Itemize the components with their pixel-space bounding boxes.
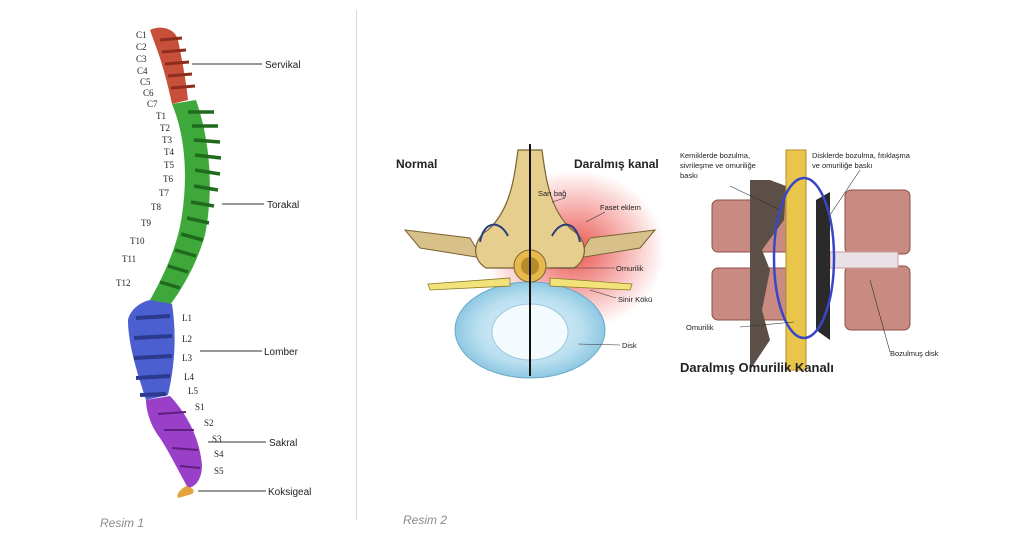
figure2-caption: Resim 2: [403, 513, 448, 527]
label-bone-degeneration-2: sivrileşme ve omuriliğe: [680, 161, 756, 170]
vertebra-label: L5: [188, 386, 198, 396]
vertebra-label: L4: [184, 372, 194, 382]
vertebra-label: T4: [164, 147, 174, 157]
label-omurilik-sagittal: Omurilik: [686, 323, 714, 332]
cervical-segment: [150, 27, 196, 105]
region-label-torakal: Torakal: [267, 200, 299, 211]
label-omurilik-axial: Omurilik: [616, 264, 644, 273]
label-faset-eklem: Faset eklem: [600, 203, 641, 212]
label-disc-herniation-2: ve omuriliğe baskı: [812, 161, 872, 170]
vertebra-label: C7: [147, 99, 158, 109]
vertebra-label: L3: [182, 353, 192, 363]
vertebra-label: T11: [122, 254, 136, 264]
axial-leader-lines: [550, 197, 621, 346]
label-bone-degeneration-3: baskı: [680, 171, 698, 180]
axial-vertebra-diagram: [403, 144, 665, 379]
vertebra-label: T12: [116, 278, 131, 288]
vertebra-label: T10: [130, 236, 145, 246]
vertebra-label: C1: [136, 30, 147, 40]
label-disk: Disk: [622, 341, 637, 350]
sagittal-spine-diagram: [711, 149, 911, 371]
narrowed-canal-title: Daralmış Omurilik Kanalı: [680, 360, 834, 375]
stenosis-diagram: Normal Daralmış kanal Sarı bağ Faset ekl…: [396, 144, 939, 379]
vertebra-label: L1: [182, 313, 192, 323]
panel-divider: [356, 10, 357, 520]
region-leader-lines: [192, 63, 266, 492]
region-label-servikal: Servikal: [265, 60, 301, 71]
compression-highlight: [772, 176, 836, 340]
vertebra-label: S5: [214, 466, 224, 476]
vertebra-label: T7: [159, 188, 169, 198]
figure1-caption: Resim 1: [100, 516, 145, 530]
region-label-koksigeal: Koksigeal: [268, 487, 311, 498]
spinal-cord-sagittal: [785, 149, 807, 371]
vertebra-label: S2: [204, 418, 214, 428]
vertebra-labels: C1 C2 C3 C4 C5 C6 C7 T1 T2 T3 T4 T5 T6 T…: [116, 30, 224, 476]
vertebra-label: C4: [137, 66, 148, 76]
vertebra-label: T2: [160, 123, 170, 133]
sagittal-leader-lines: [729, 169, 891, 353]
label-sinir-koku: Sinir Kökü: [618, 295, 652, 304]
vertebra-label: T5: [164, 160, 174, 170]
label-bozulmus-disk: Bozulmuş disk: [890, 349, 939, 358]
label-sari-bag: Sarı bağ: [538, 189, 566, 198]
vertebra-label: T1: [156, 111, 166, 121]
stenosis-figure: Normal Daralmış kanal Sarı bağ Faset ekl…: [390, 140, 950, 380]
label-disc-herniation-1: Disklerde bozulma, fıtıklaşma: [812, 151, 911, 160]
coccygeal-segment: [177, 486, 194, 498]
vertebra-label: T3: [162, 135, 172, 145]
vertebra-label: S4: [214, 449, 224, 459]
normal-title: Normal: [396, 157, 437, 171]
vertebra-label: S3: [212, 434, 222, 444]
narrowed-title: Daralmış kanal: [574, 157, 659, 171]
spine-figure: C1 C2 C3 C4 C5 C6 C7 T1 T2 T3 T4 T5 T6 T…: [0, 0, 356, 533]
thoracic-segment: [150, 100, 222, 305]
vertebra-label: C2: [136, 42, 147, 52]
vertebra-label: C3: [136, 54, 147, 64]
vertebra-label: C6: [143, 88, 154, 98]
vertebra-label: S1: [195, 402, 205, 412]
region-label-lomber: Lomber: [264, 347, 299, 358]
sacral-segment: [146, 396, 202, 488]
lumbar-segment: [128, 300, 175, 400]
label-bone-degeneration-1: Kemiklerde bozulma,: [680, 151, 750, 160]
vertebra-label: L2: [182, 334, 192, 344]
region-label-sakral: Sakral: [269, 438, 297, 449]
vertebra-label: T9: [141, 218, 151, 228]
vertebra-label: T8: [151, 202, 161, 212]
vertebra-label: C5: [140, 77, 151, 87]
vertebra-label: T6: [163, 174, 173, 184]
spine-diagram: C1 C2 C3 C4 C5 C6 C7 T1 T2 T3 T4 T5 T6 T…: [116, 27, 311, 498]
